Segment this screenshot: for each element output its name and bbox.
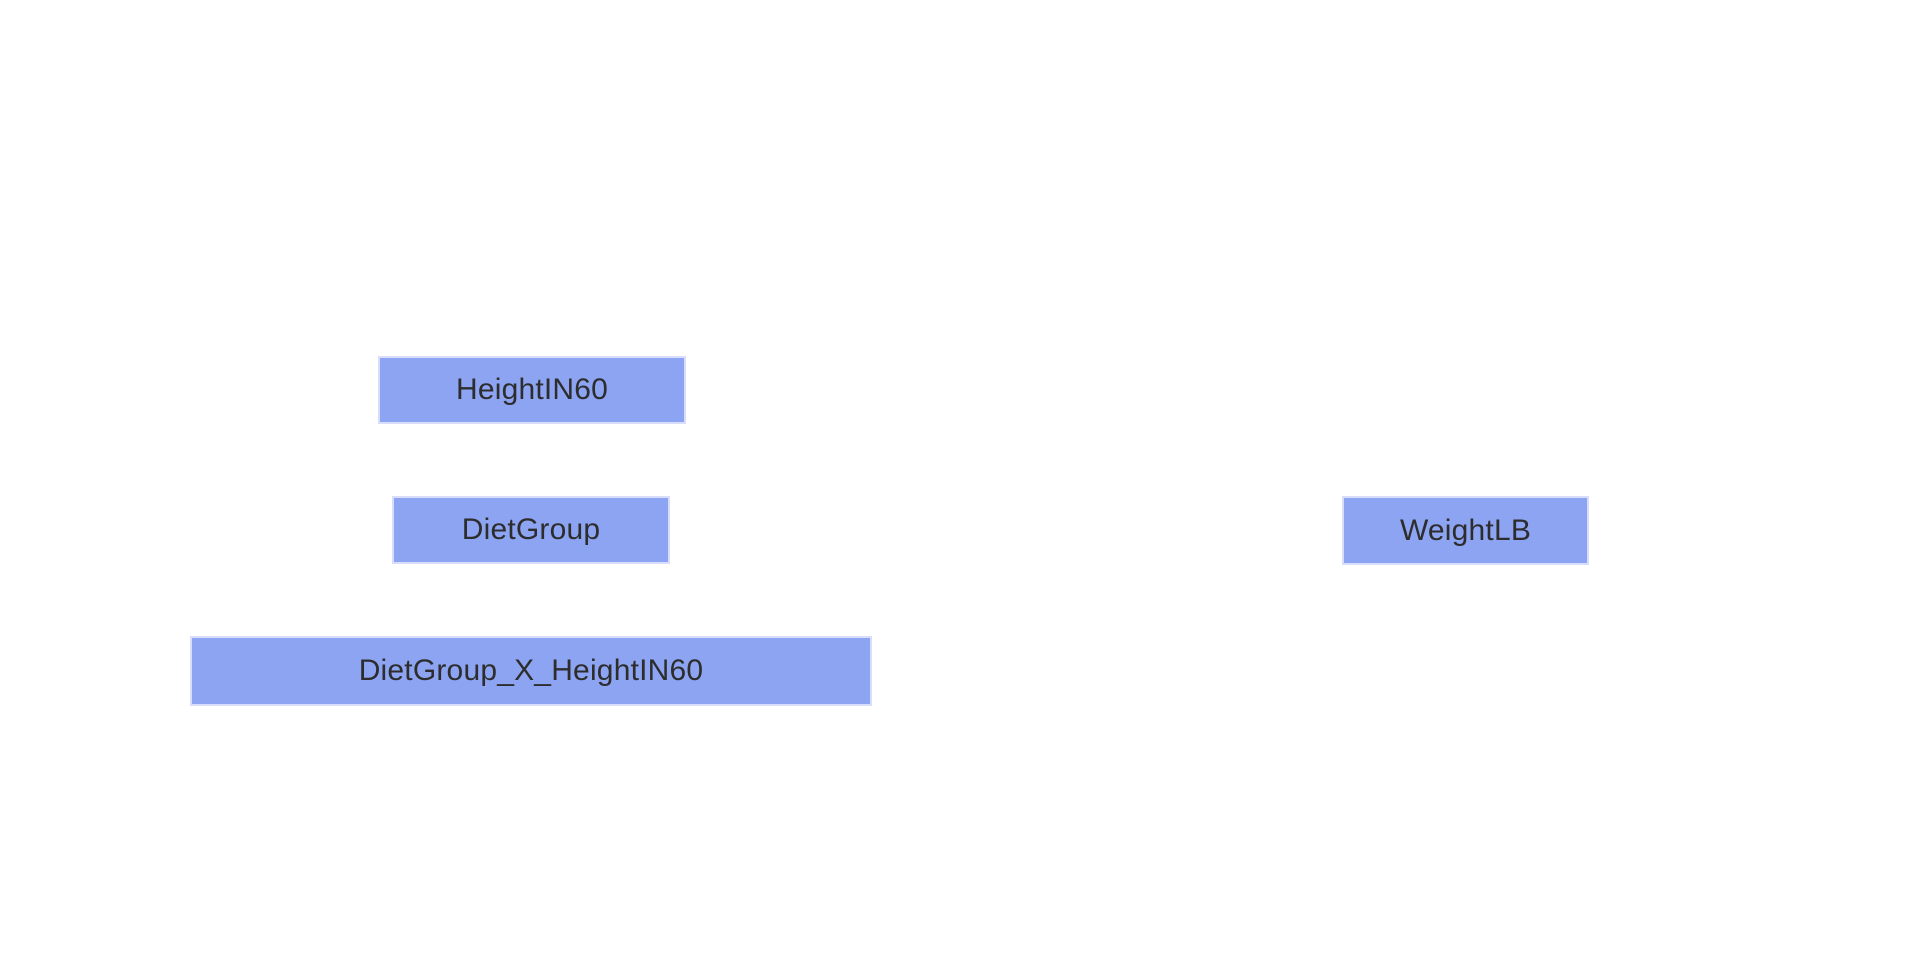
- variable-node-dietgroup-x-heightin60[interactable]: DietGroup_X_HeightIN60: [190, 636, 872, 706]
- variable-node-label: DietGroup: [461, 513, 601, 546]
- variable-node-heightin60[interactable]: HeightIN60: [378, 356, 686, 424]
- variable-node-label: WeightLB: [1399, 513, 1532, 547]
- variable-node-label: HeightIN60: [455, 373, 609, 406]
- variable-node-dietgroup[interactable]: DietGroup: [392, 496, 670, 564]
- variable-node-label: DietGroup_X_HeightIN60: [358, 654, 704, 687]
- variable-node-weightlb[interactable]: WeightLB: [1342, 496, 1589, 565]
